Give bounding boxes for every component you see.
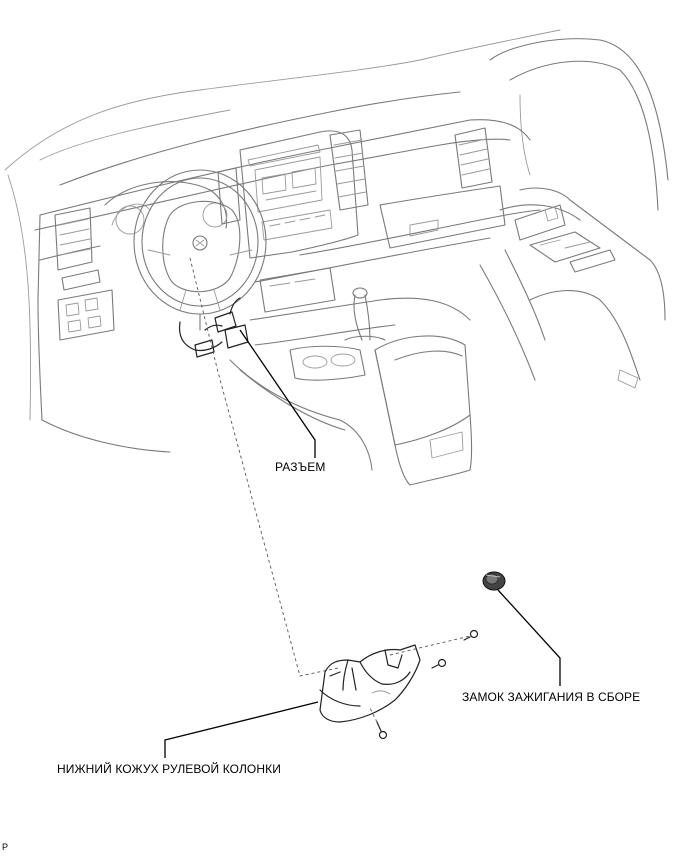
connector-leader: [239, 329, 316, 458]
screw-icon: [431, 658, 447, 669]
ignition-switch-assembly: [482, 571, 506, 591]
steering-wheel: [133, 169, 267, 331]
column-wiring: [178, 297, 249, 358]
cabin-outline: [4, 29, 669, 421]
right-door: [479, 187, 666, 389]
lower-column-cover-label: НИЖНИЙ КОЖУХ РУЛЕВОЙ КОЛОНКИ: [57, 762, 281, 776]
screw-icon: [376, 721, 388, 740]
screw-alignment-line: [389, 635, 471, 656]
alignment-line: [189, 257, 339, 677]
screw-drop-line: [369, 707, 378, 723]
screw-icon: [463, 629, 479, 641]
figure-code: P: [2, 842, 9, 852]
ignition-leader: [497, 589, 561, 686]
dashboard: [34, 119, 541, 486]
lower-column-cover: [319, 644, 421, 723]
cover-leader: [164, 701, 319, 758]
ignition-switch-label: ЗАМОК ЗАЖИГАНИЯ В СБОРЕ: [462, 690, 641, 704]
connector-label: РАЗЪЕМ: [275, 460, 326, 474]
